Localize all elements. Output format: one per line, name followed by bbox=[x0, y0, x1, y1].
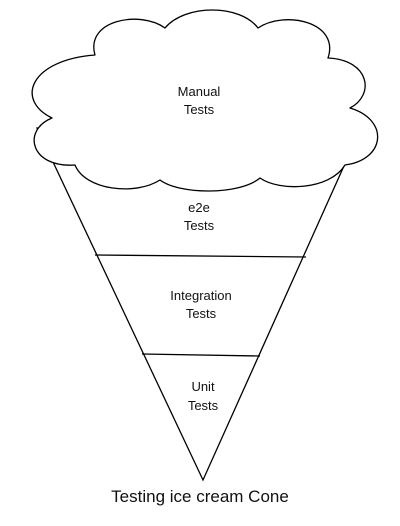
layer-unit-label-line2: Tests bbox=[188, 398, 219, 413]
layer-e2e: e2e Tests bbox=[184, 200, 215, 233]
layer-unit: Unit Tests bbox=[188, 379, 219, 413]
diagram-caption: Testing ice cream Cone bbox=[111, 487, 289, 506]
layer-integration-label-line2: Tests bbox=[186, 306, 217, 321]
layer-integration-label-line1: Integration bbox=[170, 288, 231, 303]
layer-e2e-label-line1: e2e bbox=[188, 200, 210, 215]
divider-e2e-integration bbox=[94, 254, 307, 258]
layer-unit-label-line1: Unit bbox=[191, 379, 215, 394]
divider-integration-unit bbox=[141, 353, 261, 357]
layer-e2e-label-line2: Tests bbox=[184, 218, 215, 233]
layer-manual: Manual Tests bbox=[178, 84, 221, 117]
layer-manual-label-line1: Manual bbox=[178, 84, 221, 99]
layer-integration: Integration Tests bbox=[170, 288, 231, 321]
cloud-shape bbox=[31, 9, 379, 192]
layer-manual-label-line2: Tests bbox=[184, 102, 215, 117]
